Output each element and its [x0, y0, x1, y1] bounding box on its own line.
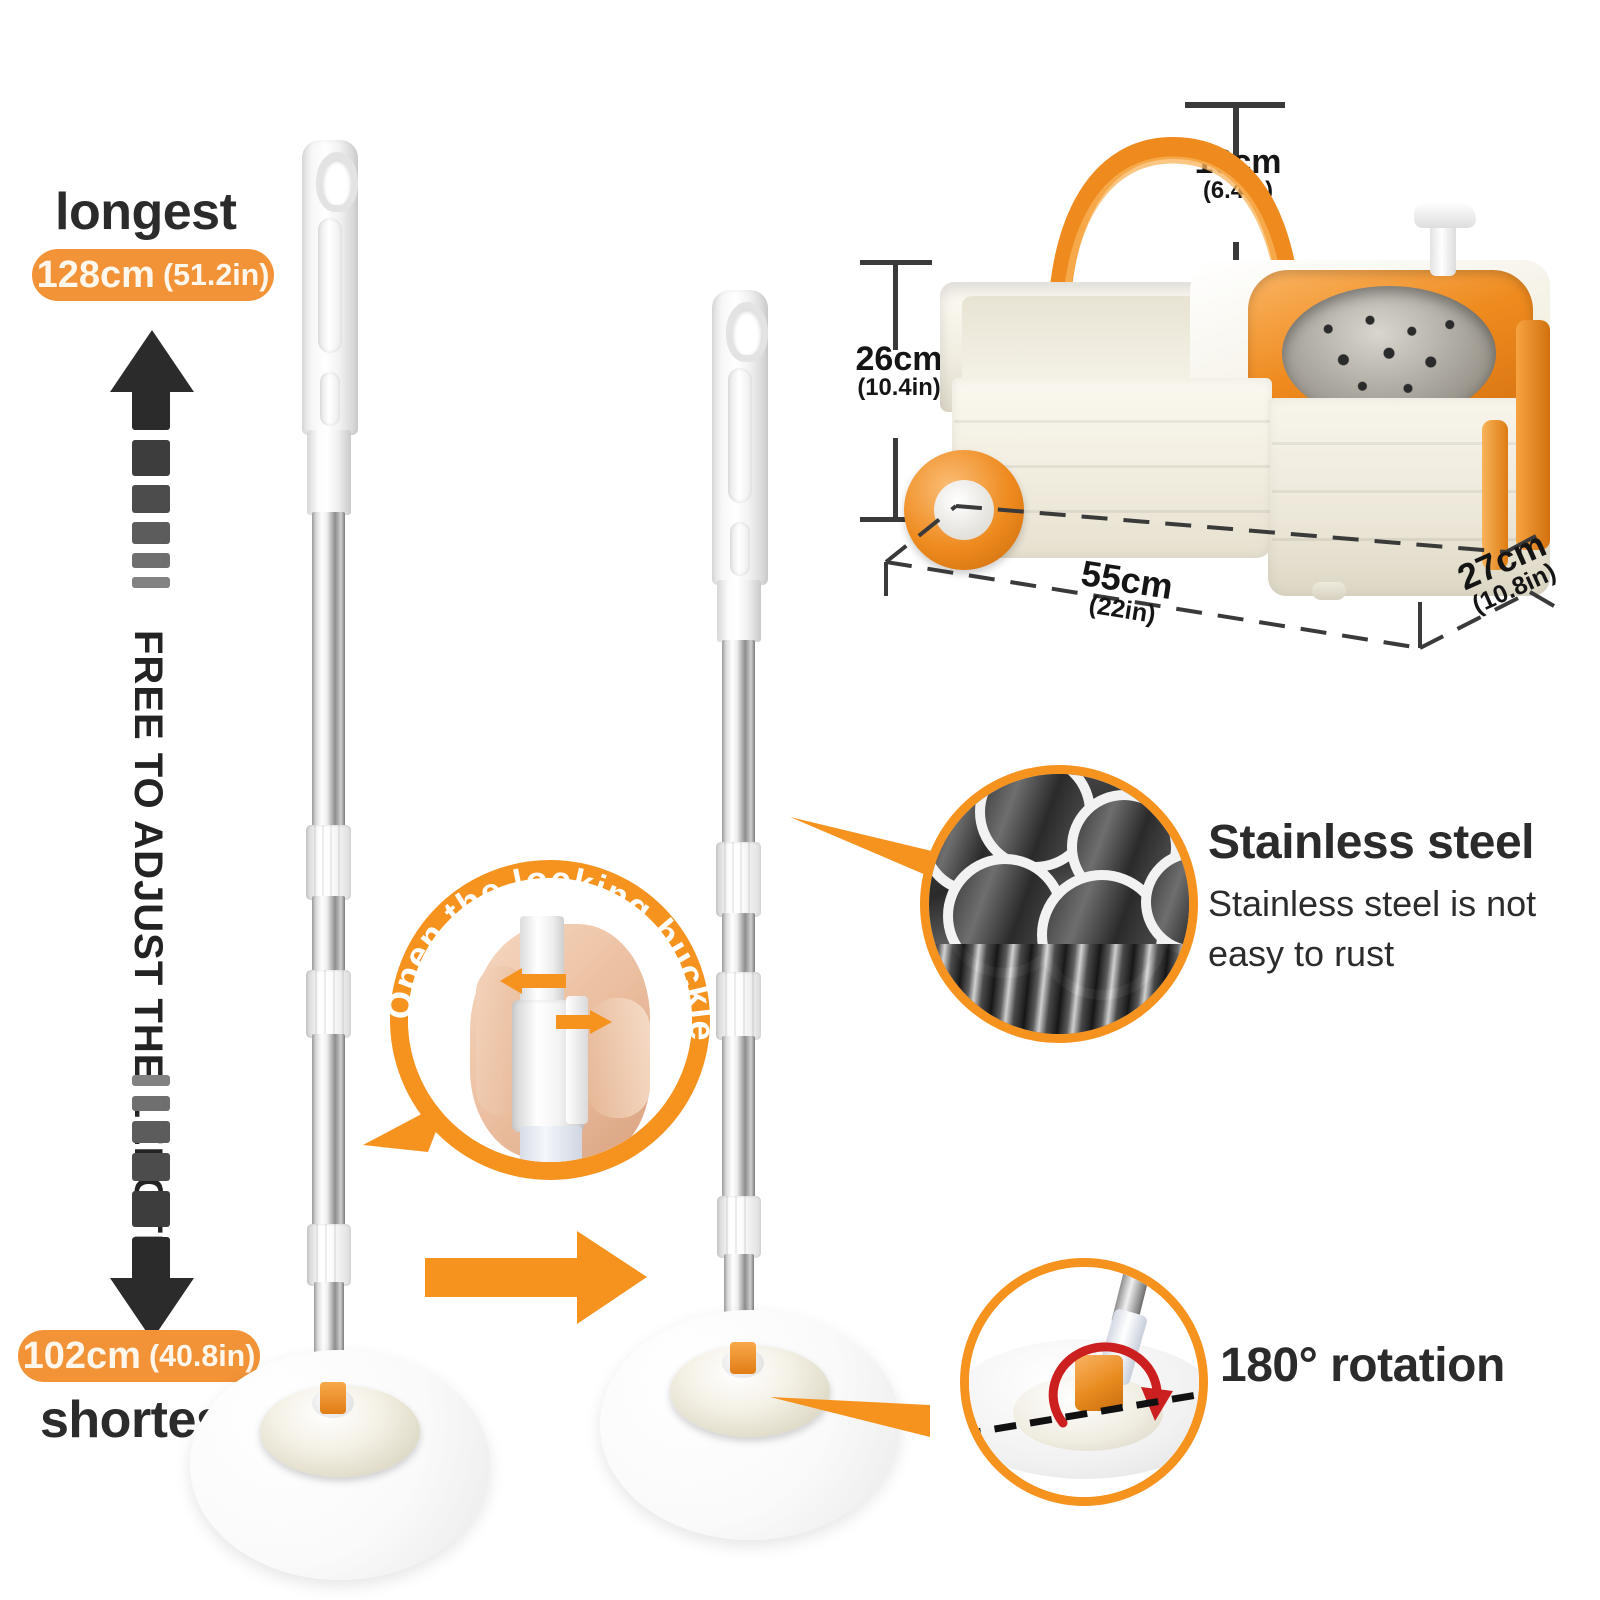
rotation-callout-tail	[770, 1397, 930, 1437]
arrow-dash	[132, 1075, 170, 1086]
arrow-shaft-top	[132, 388, 170, 430]
mop2-telescoping-collar-2	[716, 972, 761, 1040]
mop2-grip-slot-lower	[730, 522, 750, 576]
arrow-shaft-bottom	[132, 1237, 170, 1279]
mop2-hanging-hole	[726, 302, 768, 362]
bucket-wheel-hub	[934, 480, 994, 540]
mop2-telescoping-collar-3	[717, 1196, 761, 1258]
callout-pole-lower	[520, 1126, 582, 1162]
dim-16-line	[1233, 102, 1239, 174]
telescoping-collar-3	[307, 1224, 351, 1286]
rotation-axis-dashline	[969, 1391, 1199, 1437]
soap-pump-head	[1414, 202, 1476, 228]
stainless-steel-callout: Stainless steel Stainless steel is not e…	[790, 755, 1590, 1055]
locking-callout-text: Open the locking buckle	[377, 858, 722, 1042]
bucket-latch	[1516, 320, 1550, 550]
steel-pole-upper	[312, 512, 345, 832]
longest-label: longest	[55, 183, 237, 241]
steel-pole-mid	[312, 896, 345, 976]
longest-value-pill: 128cm (51.2in)	[32, 249, 274, 301]
bucket-ridge	[1272, 442, 1546, 445]
telescoping-collar-1	[306, 825, 351, 900]
buckle-arrow-2	[556, 1010, 612, 1034]
locking-buckle-callout: Open the locking buckle	[363, 840, 730, 1200]
dim-26-tick-bottom	[860, 517, 932, 522]
rotation-callout-photo	[969, 1267, 1199, 1497]
rotation-orange-joint	[1075, 1355, 1123, 1411]
mop2-steel-pole-mid	[722, 913, 755, 978]
bucket-diagram: 16cm (6.4in) 26cm (10.4in)	[830, 90, 1600, 670]
bucket	[890, 120, 1570, 630]
rotation-callout-ring	[960, 1258, 1208, 1506]
steel-callout-title: Stainless steel	[1208, 816, 1535, 869]
arrow-dash	[132, 440, 170, 476]
length-adjust-panel: longest 128cm (51.2in) FREE TO ADJUST TH…	[0, 0, 300, 1600]
shortest-value: 102cm	[22, 1334, 141, 1377]
mop-clip-orange	[320, 1382, 346, 1414]
dim-26-value-in: (10.4in)	[857, 374, 941, 401]
arrow-dash	[132, 485, 170, 513]
arrow-dash	[132, 577, 170, 588]
svg-text:Open the locking buckle: Open the locking buckle	[377, 858, 723, 1042]
mop-extended	[190, 120, 510, 1580]
mop2-telescoping-collar-1	[716, 842, 761, 917]
longest-value: 128cm	[36, 253, 155, 296]
mop2-clip-orange	[730, 1342, 756, 1374]
arrow-dash	[132, 1153, 170, 1181]
steel-callout-desc-line1: Stainless steel is not	[1208, 883, 1537, 924]
dim-26-line	[893, 260, 898, 350]
mop2-upper-white-shaft	[717, 580, 761, 642]
dim-26-value: 26cm	[855, 340, 943, 378]
grip-slot-lower	[320, 372, 340, 426]
mop2-steel-pole-lower	[722, 1036, 755, 1201]
steel-callout-tail	[790, 817, 940, 881]
bucket-ridge	[1272, 490, 1546, 493]
bucket-latch-2	[1482, 420, 1508, 570]
right-arrow-icon	[425, 1231, 647, 1324]
mop2-steel-pole-upper	[722, 640, 755, 850]
rotation-callout-title: 180° rotation	[1220, 1339, 1505, 1392]
arrow-dash	[132, 522, 170, 544]
arrow-dash	[132, 1191, 170, 1227]
shortest-value-pill: 102cm (40.8in)	[18, 1330, 260, 1382]
arrow-dash	[132, 553, 170, 568]
grip-slot	[318, 218, 342, 353]
bucket-ridge	[954, 420, 1270, 423]
steel-callout-desc-line2: easy to rust	[1208, 933, 1395, 974]
mop2-grip-slot	[728, 368, 752, 503]
buckle-arrow-1	[500, 968, 566, 994]
arrow-dash	[132, 1121, 170, 1143]
arrow-dash	[132, 1096, 170, 1111]
steel-callout-photo	[929, 774, 1189, 1034]
bucket-ridge	[1272, 538, 1546, 541]
dim-26-line-2	[893, 438, 898, 522]
upper-white-shaft	[307, 430, 351, 515]
up-arrow-icon	[110, 330, 194, 392]
locking-callout-text-curve: Open the locking buckle	[377, 858, 723, 1042]
steel-pole-lower	[312, 1034, 345, 1229]
mop-collapsed	[600, 270, 920, 1590]
steel-callout-ring	[920, 765, 1198, 1043]
down-arrow-icon	[110, 1278, 194, 1340]
hanging-hole	[316, 152, 358, 212]
dim-26-label: 26cm (10.4in)	[834, 342, 964, 400]
bucket-ridge	[954, 510, 1270, 513]
shortest-value-in: (40.8in)	[148, 1338, 256, 1373]
length-range-arrow: FREE TO ADJUST THE LENGTH	[110, 330, 194, 1340]
longest-value-in: (51.2in)	[162, 257, 270, 292]
rotation-callout: 180° rotation	[770, 1230, 1590, 1550]
bucket-drain-plug	[1312, 582, 1346, 600]
bucket-floor-dim-lines	[884, 504, 1556, 650]
telescoping-collar-2	[306, 970, 351, 1038]
spinner-basket-holes	[1294, 296, 1484, 406]
locking-callout-photo	[408, 878, 692, 1162]
steel-tube-shine	[929, 944, 1189, 1034]
bucket-ridge	[954, 465, 1270, 468]
